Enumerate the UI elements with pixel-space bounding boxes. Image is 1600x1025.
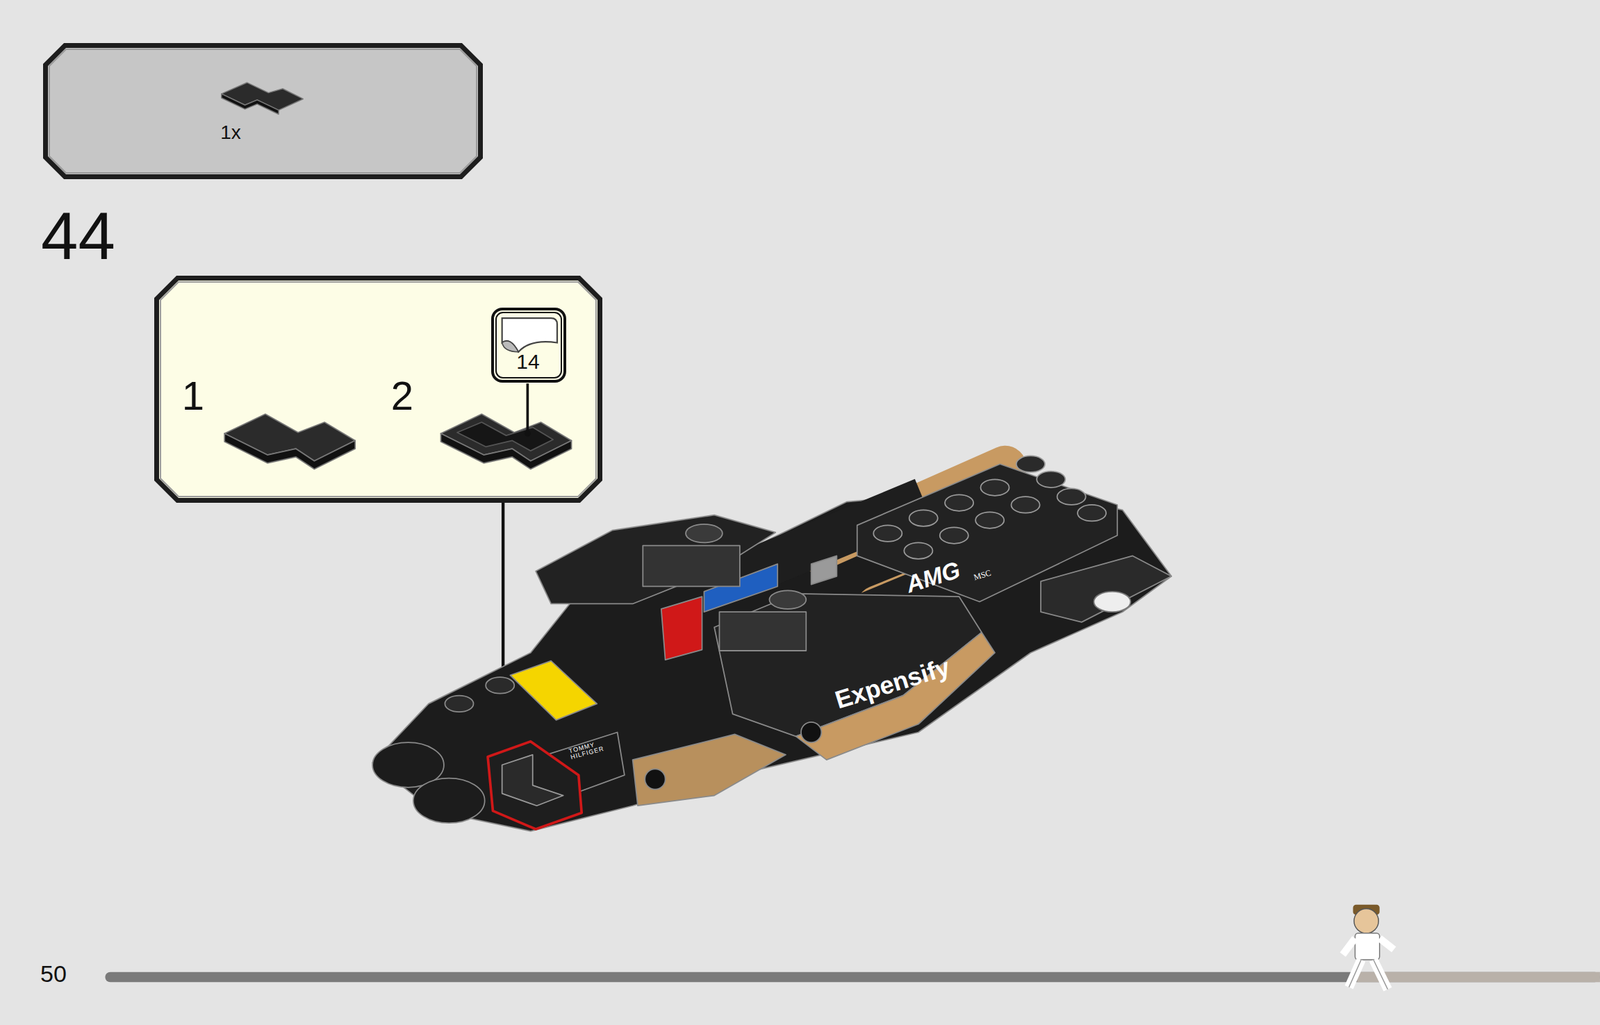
sub-step-callout: 1 2 14 xyxy=(154,275,603,503)
parts-list-box-outline xyxy=(43,43,483,180)
page-number: 50 xyxy=(40,962,67,986)
sub-step-number: 2 xyxy=(391,375,414,417)
parts-list-box: 1x xyxy=(43,43,483,180)
minifigure xyxy=(1342,905,1394,991)
race-car-model xyxy=(372,455,1172,831)
sticker-number: 14 xyxy=(516,351,540,373)
step-number: 44 xyxy=(40,202,116,270)
part-count: 1x xyxy=(220,122,242,143)
progress-bar-rest xyxy=(1356,972,1600,984)
sticker-number-box: 14 xyxy=(491,307,567,383)
sub-step-number: 1 xyxy=(182,375,205,417)
